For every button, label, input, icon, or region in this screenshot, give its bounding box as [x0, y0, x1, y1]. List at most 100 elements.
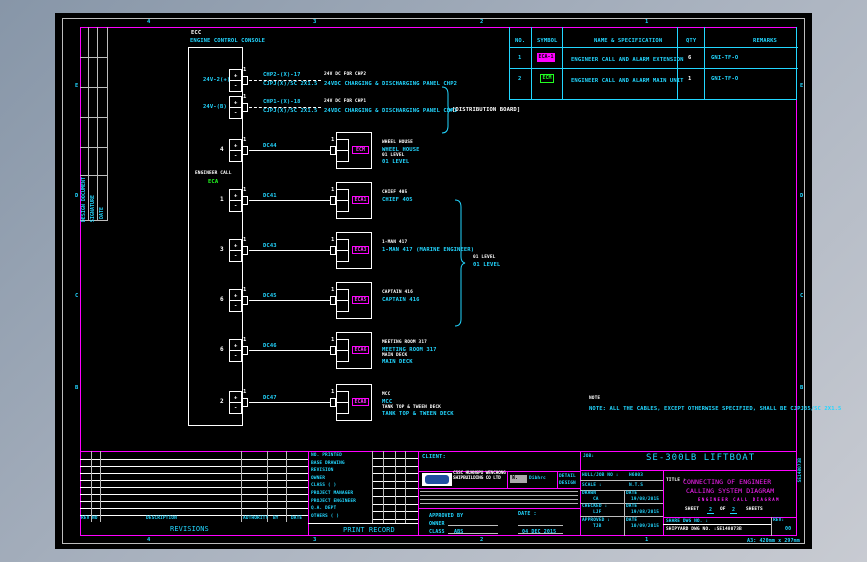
legend-header-no: NO. [515, 38, 526, 44]
class-label: CLASS [429, 529, 445, 535]
ruler-col: 2 [480, 537, 484, 543]
rev-header: BY [273, 516, 279, 521]
cable-id: DC46 [263, 343, 277, 349]
ec-code: ECA [208, 179, 219, 185]
ec-caption: ENGINEER CALL [195, 171, 232, 176]
print-record-item: PROJECT MANAGER [311, 491, 354, 496]
ruler-col: 4 [147, 19, 151, 25]
ruler-row: C [75, 293, 79, 299]
terminal-pin [242, 246, 248, 255]
print-record-item: CLASS ( ) [311, 483, 337, 489]
plus-sign: + [234, 293, 238, 299]
cable-line[interactable] [249, 350, 330, 351]
divider [580, 451, 581, 536]
side-drawing-number: SE148073B [798, 458, 803, 483]
checked-date: 19/08/2015 [631, 510, 660, 515]
level-bracket [454, 199, 466, 327]
ruler-row: E [75, 83, 79, 89]
share-dwg-value: SHIPYARD DWG NO. :SE148073B [666, 527, 742, 532]
divider [336, 200, 349, 201]
date-label: DATE [626, 491, 638, 496]
class-value: ABS [454, 529, 464, 535]
level-label: 01 LEVEL [473, 262, 501, 268]
minus-sign: - [234, 203, 238, 209]
print-record-item: Q.A. DEPT [311, 506, 337, 512]
stamp-caption: Dibhrc [529, 476, 546, 481]
cable-id: DC45 [263, 293, 277, 299]
company-logo [422, 473, 452, 486]
revision-row [80, 494, 308, 495]
revision-row [80, 487, 308, 488]
divider [229, 300, 242, 301]
location-cn: MEETING ROOM 317 [382, 340, 427, 345]
ruler-row: C [800, 293, 804, 299]
terminal-pin [242, 103, 248, 112]
engine-control-console[interactable] [188, 47, 243, 426]
revision-row [80, 466, 308, 467]
supply-label: 24V-(B) [203, 104, 227, 110]
ruler-row: D [75, 193, 79, 199]
strip-label: DATE [99, 207, 105, 220]
cable-line[interactable] [249, 250, 330, 251]
share-dwg-label: SHARE DWG NO. : [666, 519, 709, 524]
drawn-value: CA [593, 497, 599, 502]
drawing-border [80, 27, 797, 536]
cable-line[interactable] [249, 200, 330, 201]
plus-sign: + [234, 395, 238, 401]
approved-date: 10/09/2015 [631, 524, 660, 529]
title-block: JOB: SE-300LB LIFTBOAT HULL/JOB NO : H60… [580, 451, 797, 536]
legend-name: ENGINEER CALL AND ALARM MAIN UNIT [571, 78, 684, 84]
approved-value: TJB [593, 524, 602, 529]
divider [229, 350, 242, 351]
level: MAIN DECK [382, 359, 413, 365]
supply-label: 24V-2(+) [203, 77, 231, 83]
print-record-item: BASE DRAWING [311, 460, 345, 466]
cad-drawing-canvas[interactable]: 4 3 2 1 4 3 2 1 E D C B E D C B DESIGN D… [55, 13, 841, 549]
supply-cable[interactable] [249, 107, 321, 108]
disclaimer-text [420, 491, 578, 505]
level-cn: 01 LEVEL [473, 255, 496, 260]
supply-group-label: [DISTRIBUTION BOARD] [452, 107, 521, 113]
title-label: TITLE : [666, 478, 686, 483]
level-cn: MAIN DECK [382, 353, 408, 358]
legend-symbol: ECA-1 [537, 53, 555, 62]
device-pin [330, 146, 336, 155]
legend-qty: 6 [688, 55, 692, 61]
rev-label: REV: [773, 518, 785, 523]
rev-header: DESCRIPTION [146, 516, 177, 521]
pin-number: 1 [243, 337, 247, 343]
revision-row [80, 459, 308, 460]
print-record-item: OTHERS ( ) [311, 513, 340, 519]
location-cn: 1-MAN 417 [382, 240, 408, 245]
title-area-top [80, 451, 797, 452]
cable-line[interactable] [249, 300, 330, 301]
location-cn: WHEEL HOUSE [382, 140, 413, 145]
ruler-col: 4 [147, 537, 151, 543]
revisions-title: REVISIONS [170, 525, 209, 533]
legend-row: 2 ECM ENGINEER CALL AND ALARM MAIN UNIT … [510, 68, 798, 89]
of-label: OF [720, 507, 726, 512]
minus-sign: - [234, 153, 238, 159]
approved-label: APPROVED : [582, 518, 611, 523]
legend-name: ENGINEER CALL AND ALARM EXTENSION [571, 57, 684, 63]
terminal-pin [242, 146, 248, 155]
plus-sign: + [234, 100, 238, 106]
location: CHIEF 405 [382, 197, 413, 203]
location: MEETING ROOM 317 [382, 347, 437, 353]
level-cn: 01 LEVEL [382, 153, 405, 158]
cable-line[interactable] [249, 150, 330, 151]
outer-frame [62, 18, 805, 544]
supply-bracket [441, 86, 453, 134]
plus-sign: + [234, 73, 238, 79]
divider [336, 350, 349, 351]
print-record-title: PRINT RECORD [343, 526, 395, 534]
pin-number: 1 [243, 67, 247, 73]
cable-id: DC44 [263, 143, 277, 149]
location-cn: CHIEF 405 [382, 190, 408, 195]
divider [336, 402, 349, 403]
supply-cable[interactable] [249, 80, 321, 81]
rev-header: REV [81, 516, 90, 521]
cable-line[interactable] [249, 402, 330, 403]
pin-number: 1 [243, 287, 247, 293]
cable-id: CHP2-(X)-17 [263, 72, 301, 78]
